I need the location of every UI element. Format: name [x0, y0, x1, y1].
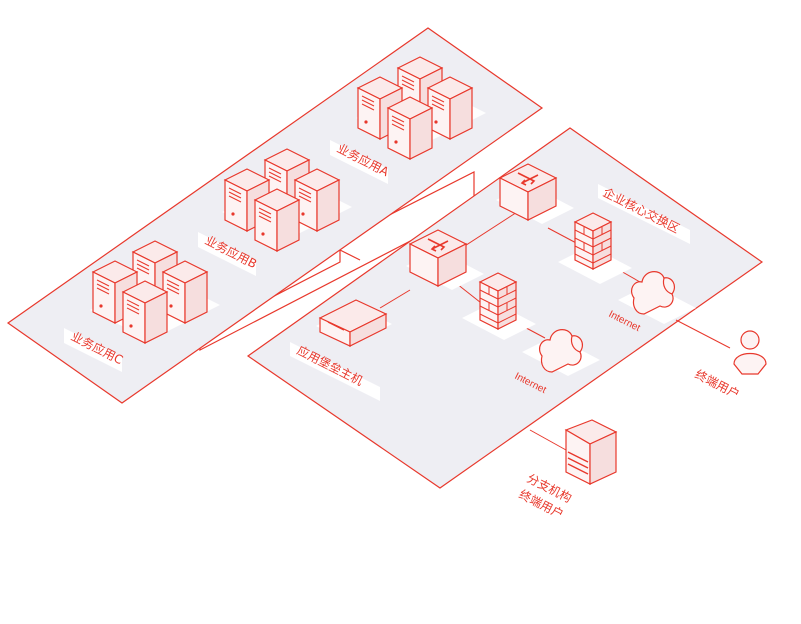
server-icon	[162, 260, 208, 324]
switch-left	[406, 229, 484, 290]
end-user	[728, 330, 790, 382]
branch-device	[560, 419, 634, 492]
server-group-app-a	[356, 56, 486, 160]
firewall-icon	[479, 272, 517, 330]
server-icon	[387, 96, 433, 160]
server-icon	[122, 280, 168, 344]
server-group-app-b	[222, 148, 352, 252]
bastion-host	[316, 299, 392, 347]
switch-top	[496, 163, 574, 224]
server-icon	[294, 168, 340, 232]
label-branch: 分支机构 终端用户	[512, 470, 578, 534]
server-icon	[427, 76, 473, 140]
cloud-top	[618, 270, 696, 324]
server-icon	[254, 188, 300, 252]
firewall-icon	[574, 212, 612, 270]
server-group-app-c	[90, 240, 220, 344]
firewall-left	[462, 272, 536, 340]
cloud-left	[522, 328, 600, 376]
firewall-top	[558, 212, 632, 284]
